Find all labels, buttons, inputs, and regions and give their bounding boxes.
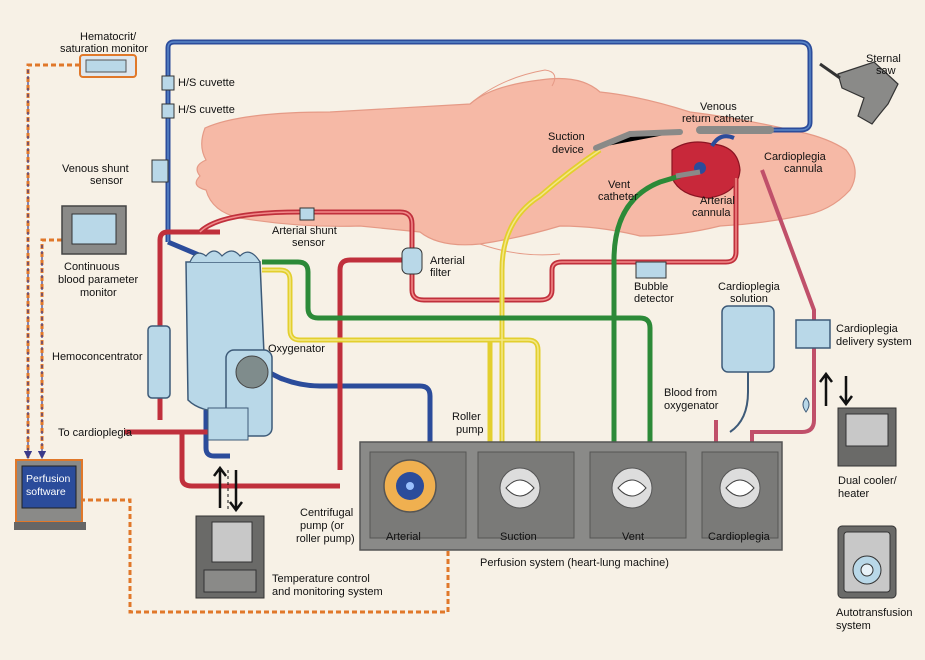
dual-cooler-heater [819,371,897,467]
temperature-control-unit [195,465,265,599]
cardioplegia-pump-label: Cardioplegia [708,531,771,543]
sternal-saw [819,61,899,125]
hematocrit-label-2: saturation monitor [60,43,148,55]
perfusion-software-label-1: Perfusion [26,473,71,485]
hematocrit-monitor [79,54,137,78]
cp-delivery-label-2: delivery system [836,336,912,348]
venous-return-label-1: Venous [700,101,737,113]
dual-cooler-label-1: Dual cooler/ [838,475,898,487]
heart-illustration [671,134,741,199]
cp-cannula-label-2: cannula [784,163,823,175]
cbpm-label-1: Continuous [64,261,120,273]
suction-device-label-2: device [552,144,584,156]
cardioplegia-solution-bag [721,305,775,433]
hs-cuvette-label-1: H/S cuvette [178,77,235,89]
cp-solution-label-1: Cardioplegia [718,281,781,293]
hematocrit-label-1: Hematocrit/ [80,31,137,43]
cbpm-label-3: monitor [80,287,117,299]
arterial-shunt-label-2: sensor [292,237,325,249]
hemoconcentrator-device [147,325,171,399]
temperature-label-2: and monitoring system [272,586,383,598]
arterial-filter-label-1: Arterial [430,255,465,267]
suction-pump-label: Suction [500,531,537,543]
arterial-shunt-label-1: Arterial shunt [272,225,337,237]
venous-shunt-label-1: Venous shunt [62,163,129,175]
hs-cuvette-label-2: H/S cuvette [178,104,235,116]
to-cardioplegia-label: To cardioplegia [58,427,133,439]
centrifugal-label-3: roller pump) [296,533,355,545]
catheters [593,126,774,179]
dual-cooler-label-2: heater [838,488,870,500]
venous-shunt-label-2: sensor [90,175,123,187]
cbpm-label-2: blood parameter [58,274,138,286]
bubble-detector-label-2: detector [634,293,674,305]
vent-catheter-label-2: catheter [598,191,638,203]
perfusion-software-computer [14,459,86,530]
arterial-pump-label: Arterial [386,531,421,543]
hemoconcentrator-label: Hemoconcentrator [52,351,143,363]
arterial-cannula-label-2: cannula [692,207,731,219]
oxygenator [185,250,273,441]
centrifugal-label-1: Centrifugal [300,507,353,519]
cardioplegia-delivery-box [795,319,831,413]
centrifugal-label-2: pump (or [300,520,344,532]
perfusion-console [359,441,783,551]
autotransfusion-label-2: system [836,620,871,632]
perfusion-system-label: Perfusion system (heart-lung machine) [480,557,669,569]
cp-cannula-label-1: Cardioplegia [764,151,827,163]
patient-body [195,69,856,256]
bubble-detector-label-1: Bubble [634,281,668,293]
vent-catheter-label-1: Vent [608,179,630,191]
cp-solution-label-2: solution [730,293,768,305]
arterial-cannula-label-1: Arterial [700,195,735,207]
roller-pump-label-2: pump [456,424,484,436]
oxygenator-label: Oxygenator [268,343,325,355]
arterial-filter-label-2: filter [430,267,451,279]
autotransfusion-device [837,525,897,599]
sternal-saw-label-2: saw [876,65,896,77]
suction-device-label-1: Suction [548,131,585,143]
cp-delivery-label-1: Cardioplegia [836,323,899,335]
vent-pump-label: Vent [622,531,644,543]
blood-parameter-monitor [61,205,127,255]
sternal-saw-label-1: Sternal [866,53,901,65]
autotransfusion-label-1: Autotransfusion [836,607,912,619]
perfusion-software-label-2: software [26,486,66,498]
blood-from-label-2: oxygenator [664,400,719,412]
venous-return-label-2: return catheter [682,113,754,125]
temperature-label-1: Temperature control [272,573,370,585]
roller-pump-label-1: Roller [452,411,481,423]
blood-from-label-1: Blood from [664,387,717,399]
sensors [151,75,667,279]
